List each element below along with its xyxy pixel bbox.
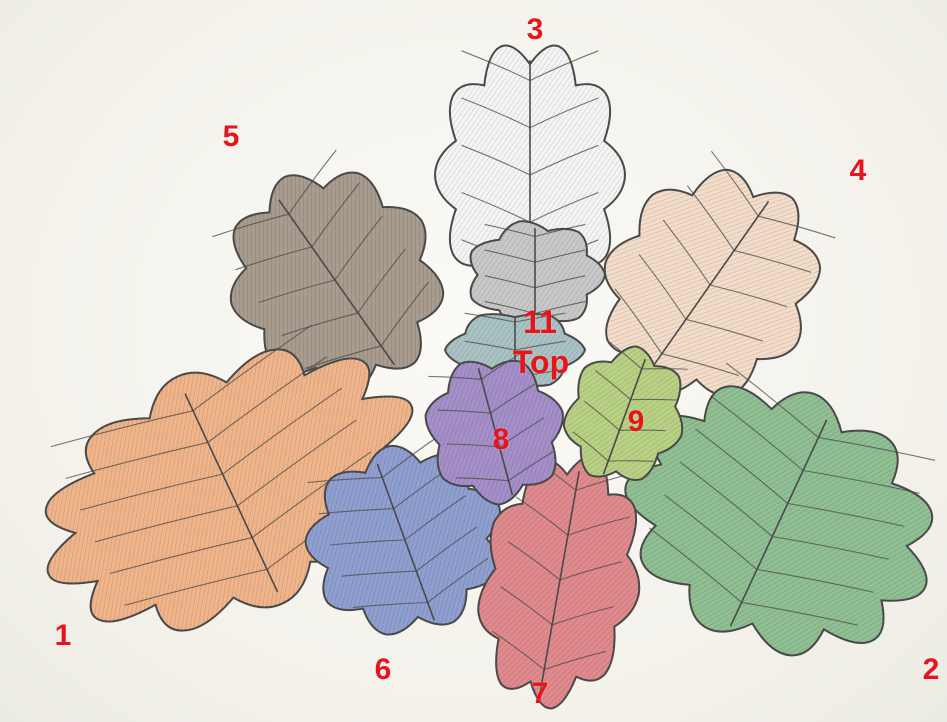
leaf-number-9: 9 [628,407,645,437]
leaf-number-2: 2 [923,655,940,685]
top-label: Top [513,346,569,378]
leaf-number-6: 6 [375,655,392,685]
leaf-number-4: 4 [850,156,867,186]
leaf-number-5: 5 [223,122,240,152]
leaf-number-11: 11 [523,306,557,338]
leaf-number-8: 8 [493,425,510,455]
leaf-number-3: 3 [527,15,544,45]
leaf-number-7: 7 [532,679,549,709]
leaf-number-1: 1 [55,621,72,651]
